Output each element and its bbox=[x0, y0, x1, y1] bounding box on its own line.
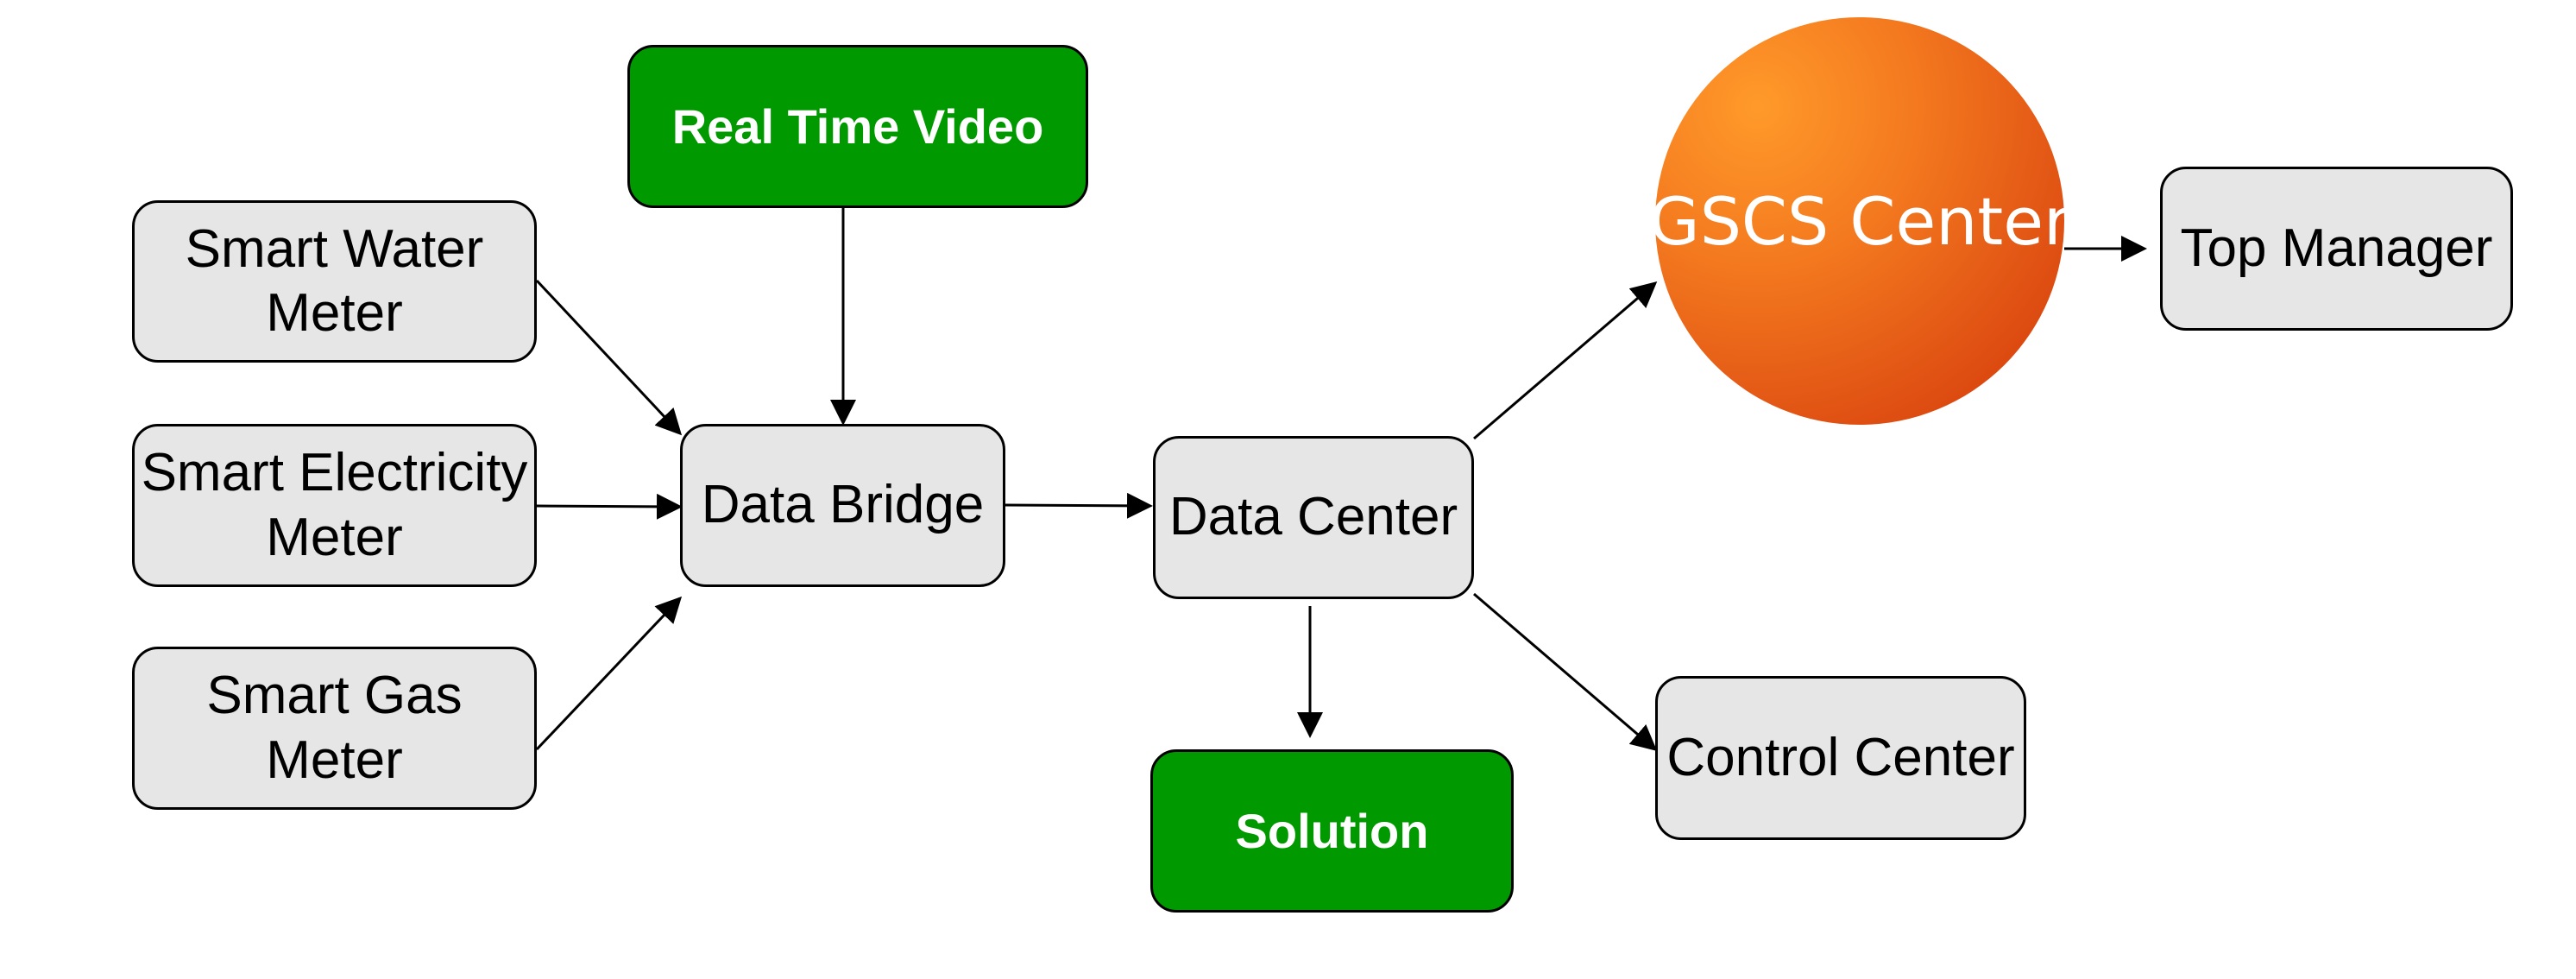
node-data-center: Data Center bbox=[1153, 436, 1474, 599]
edge-bridge-to-datacenter bbox=[1004, 492, 1153, 519]
node-smart-water-meter: Smart Water Meter bbox=[132, 200, 537, 363]
node-control-center: Control Center bbox=[1655, 676, 2026, 840]
node-solution: Solution bbox=[1150, 749, 1514, 913]
edge-electricity-to-bridge bbox=[536, 493, 683, 520]
edge-gas-to-bridge bbox=[535, 596, 683, 751]
edge-datacenter-to-gscs bbox=[1473, 281, 1658, 440]
node-top-manager: Top Manager bbox=[2160, 167, 2513, 331]
node-data-bridge: Data Bridge bbox=[680, 424, 1005, 587]
node-gscs-center: GSCS Center bbox=[1649, 17, 2070, 425]
node-smart-gas-meter: Smart Gas Meter bbox=[132, 647, 537, 810]
edge-water-to-bridge bbox=[535, 279, 683, 436]
node-smart-electricity-meter: Smart Electricity Meter bbox=[132, 424, 537, 587]
node-real-time-video: Real Time Video bbox=[627, 45, 1088, 208]
edge-datacenter-to-control bbox=[1473, 592, 1658, 751]
